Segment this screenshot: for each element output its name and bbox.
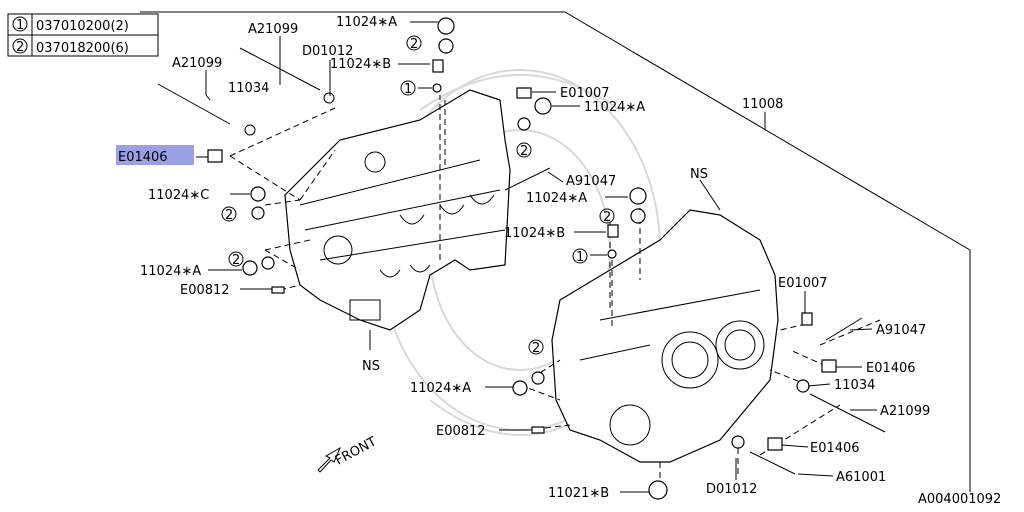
label-11024a-bottom: 11024∗A	[410, 381, 471, 396]
label-d01012-bottom: D01012	[706, 482, 757, 497]
legend-code-1: 037010200(2)	[36, 19, 129, 34]
parts-small	[157, 17, 886, 500]
label-e01007-top: E01007	[560, 86, 610, 101]
label-11024b-right: 11024∗B	[504, 226, 565, 241]
label-ns-top: NS	[690, 167, 708, 182]
label-ns-bottom: NS	[362, 359, 380, 374]
label-a61001: A61001	[836, 470, 886, 485]
callout-2: 2	[520, 144, 528, 159]
label-11034-top: 11034	[228, 81, 269, 96]
label-e00812-left: E00812	[180, 283, 230, 298]
label-e01406-right: E01406	[866, 361, 916, 376]
label-11024a-left: 11024∗A	[140, 264, 201, 279]
label-11024a-right: 11024∗A	[526, 191, 587, 206]
part-labels: A21099 A21099 D01012 11024∗A 11024∗B 110…	[118, 15, 1001, 507]
label-a91047-top: A91047	[566, 174, 616, 189]
label-11024a-top: 11024∗A	[336, 15, 397, 30]
label-e01406-highlight: E01406	[118, 150, 168, 165]
legend-num-1: 1	[16, 18, 24, 33]
label-11024a-mid: 11024∗A	[584, 100, 645, 115]
label-11034-right: 11034	[834, 378, 875, 393]
label-a21099-left: A21099	[172, 56, 222, 71]
callout-circles: 2 1 2 2 2 2 1 2	[221, 35, 615, 356]
label-e01406-bottom: E01406	[810, 441, 860, 456]
front-arrow: FRONT	[317, 434, 379, 473]
callout-2: 2	[225, 208, 233, 223]
callout-2: 2	[532, 341, 540, 356]
callout-2: 2	[232, 253, 240, 268]
legend-code-2: 037018200(6)	[36, 41, 129, 56]
diagram-id: A004001092	[918, 492, 1001, 507]
legend-box: 1 2 037010200(2) 037018200(6)	[7, 13, 159, 57]
label-11008: 11008	[742, 97, 783, 112]
callout-2: 2	[410, 37, 418, 52]
label-e01007-right: E01007	[778, 276, 828, 291]
front-label: FRONT	[333, 434, 379, 468]
frame-line	[140, 11, 971, 492]
label-11024b-top: 11024∗B	[330, 57, 391, 72]
label-11024c: 11024∗C	[148, 188, 209, 203]
callout-1: 1	[404, 82, 412, 97]
callout-1: 1	[576, 250, 584, 265]
label-a21099-right: A21099	[880, 404, 930, 419]
right-crankcase	[551, 209, 779, 463]
label-a21099-top: A21099	[248, 22, 298, 37]
label-d01012-top: D01012	[302, 44, 353, 59]
label-11021b: 11021∗B	[548, 486, 609, 501]
callout-2: 2	[603, 210, 611, 225]
leader-lines	[196, 21, 877, 493]
left-crankcase	[284, 89, 511, 331]
highlight-e01406	[116, 145, 194, 165]
legend-num-2: 2	[16, 40, 24, 55]
label-a91047-right: A91047	[876, 323, 926, 338]
label-e00812-bottom: E00812	[436, 424, 486, 439]
